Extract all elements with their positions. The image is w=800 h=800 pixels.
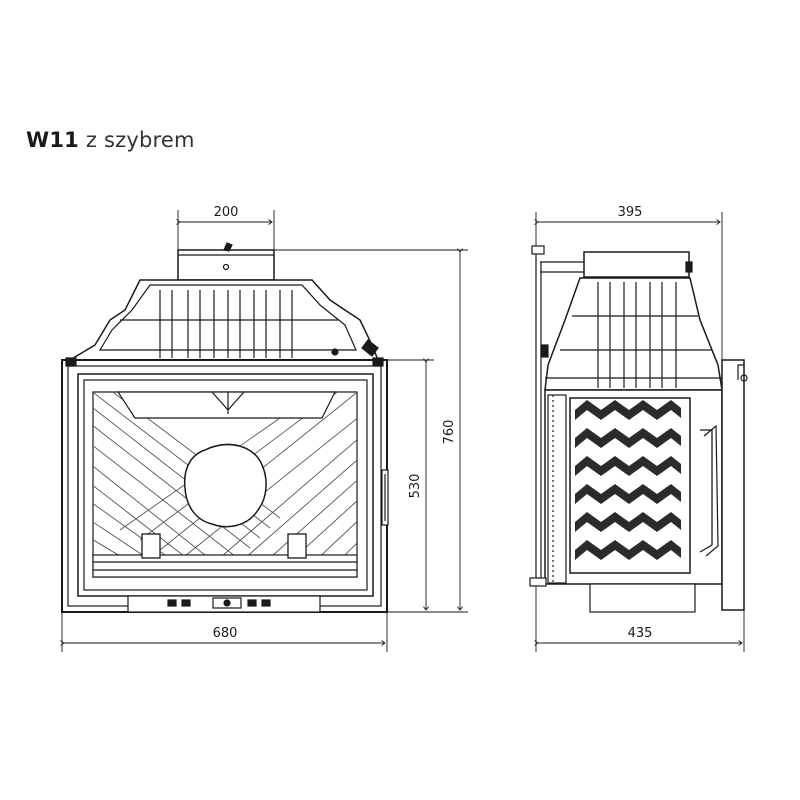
dim-total-height xyxy=(274,250,468,613)
label-front-width: 680 xyxy=(213,626,238,641)
dim-front-width xyxy=(62,612,388,652)
label-flue-width: 200 xyxy=(214,205,239,220)
front-bottom-controls xyxy=(127,595,321,613)
label-total-height: 760 xyxy=(442,420,457,445)
model-name: W11 xyxy=(26,128,79,152)
front-glass xyxy=(92,391,358,578)
model-variant: z szybrem xyxy=(85,128,195,152)
dimension-lines xyxy=(62,210,745,652)
side-view xyxy=(529,245,748,613)
side-firebrick-panel xyxy=(569,397,691,574)
label-front-height: 530 xyxy=(408,474,423,499)
front-view xyxy=(61,242,389,613)
dim-flue-width xyxy=(178,210,275,250)
dim-side-depth-bottom xyxy=(536,586,745,652)
side-flue-collar xyxy=(583,251,693,278)
side-hood xyxy=(531,245,723,582)
label-side-depth-top: 395 xyxy=(618,205,643,220)
flue-collar xyxy=(177,242,275,281)
dimension-labels: 200 680 530 760 395 435 xyxy=(213,205,653,641)
diagram-title: W11 z szybrem xyxy=(26,128,195,152)
top-hood xyxy=(67,279,380,361)
label-side-depth-bottom: 435 xyxy=(628,626,653,641)
dim-side-depth-top xyxy=(536,212,723,360)
